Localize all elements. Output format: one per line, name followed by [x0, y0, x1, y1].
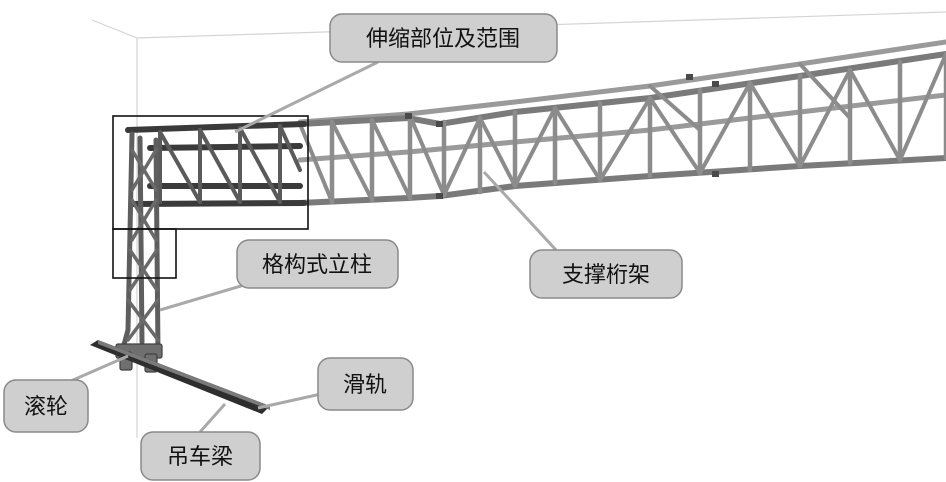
- truss-structure: [90, 39, 946, 414]
- callout-expansion-range-label: 伸缩部位及范围: [366, 27, 520, 52]
- callout-lattice-column-label: 格构式立柱: [262, 253, 372, 278]
- callout-roller-label: 滚轮: [24, 395, 68, 420]
- lattice-column-bracing: [126, 148, 160, 342]
- callout-support-truss: 支撑桁架: [529, 249, 683, 299]
- callout-roller: 滚轮: [3, 379, 89, 433]
- callout-rail-label: 滑轨: [343, 373, 387, 398]
- callout-crane-beam: 吊车梁: [140, 431, 261, 481]
- callout-expansion-range: 伸缩部位及范围: [329, 13, 558, 63]
- annotation-boxes: [112, 115, 309, 279]
- callout-support-truss-label: 支撑桁架: [562, 263, 650, 288]
- crane-beam: [90, 340, 270, 414]
- callout-lattice-column: 格构式立柱: [236, 239, 399, 289]
- lattice-column: [119, 131, 161, 355]
- callout-crane-beam-label: 吊车梁: [167, 445, 233, 470]
- expansion-section-web: [158, 124, 302, 204]
- callouts: 伸缩部位及范围 格构式立柱 支撑桁架 滑轨 滚轮 吊车梁: [3, 13, 683, 481]
- column-joint-box: [112, 228, 177, 279]
- truss-joints: [405, 74, 719, 199]
- truss-diagonals: [298, 52, 946, 204]
- expansion-range-box: [112, 115, 309, 230]
- callout-rail: 滑轨: [317, 357, 414, 411]
